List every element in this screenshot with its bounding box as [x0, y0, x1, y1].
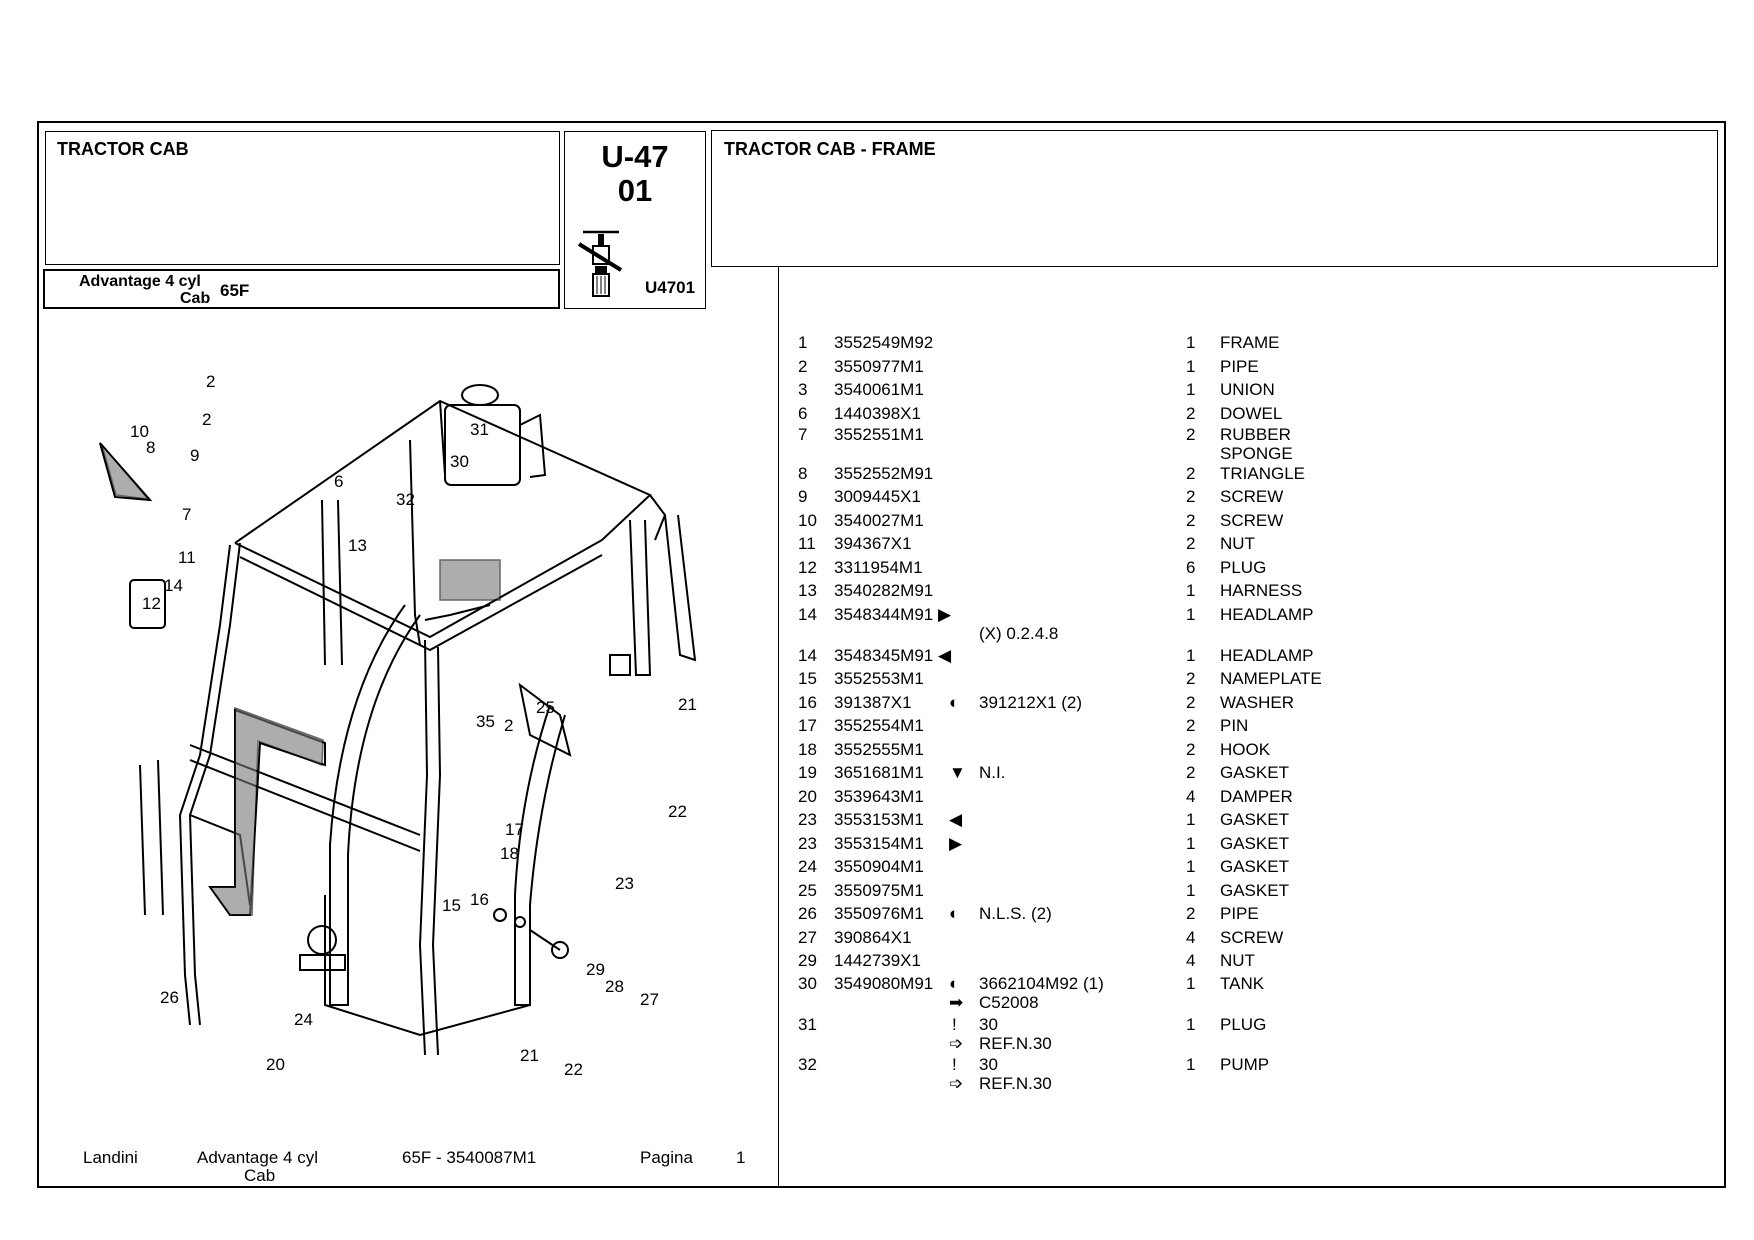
svg-text:27: 27 — [640, 990, 659, 1009]
svg-text:20: 20 — [266, 1055, 285, 1074]
svg-text:35: 35 — [476, 712, 495, 731]
triangle-down-icon: ▼ — [949, 763, 966, 782]
group-code: U-47 — [601, 139, 669, 174]
svg-text:14: 14 — [164, 576, 183, 595]
svg-text:16: 16 — [470, 890, 489, 909]
svg-text:29: 29 — [586, 960, 605, 979]
footer-model-line2: Cab — [244, 1166, 276, 1185]
group-code-box: U-47 01 U4701 — [564, 131, 706, 309]
svg-text:26: 26 — [160, 988, 179, 1007]
svg-text:9: 9 — [190, 446, 199, 465]
right-title: TRACTOR CAB - FRAME — [724, 139, 936, 159]
spare-status-icon: ◐ — [949, 692, 960, 712]
exclamation-icon: ! — [952, 1015, 957, 1034]
footer-brand: Landini — [83, 1148, 138, 1167]
svg-text:21: 21 — [678, 695, 697, 714]
model-name-line1: Advantage 4 cyl — [79, 273, 201, 290]
svg-text:2: 2 — [504, 716, 513, 735]
svg-text:8: 8 — [146, 438, 155, 457]
page-frame — [37, 121, 1726, 1188]
left-title: TRACTOR CAB — [57, 139, 189, 159]
footer-model-line1: Advantage 4 cyl — [197, 1148, 318, 1167]
exclamation-icon: ! — [952, 1055, 957, 1074]
column-divider — [778, 267, 779, 1186]
svg-text:15: 15 — [442, 896, 461, 915]
svg-text:6: 6 — [334, 472, 343, 491]
grease-gun-icon — [577, 230, 623, 297]
svg-text:30: 30 — [450, 452, 469, 471]
footer-code: 65F - 3540087M1 — [402, 1148, 537, 1167]
left-title-box: TRACTOR CAB — [45, 131, 560, 265]
footer: Landini Advantage 4 cyl Cab 65F - 354008… — [0, 1148, 780, 1188]
svg-text:22: 22 — [668, 802, 687, 821]
svg-text:18: 18 — [500, 844, 519, 863]
svg-text:7: 7 — [182, 505, 191, 524]
svg-text:25: 25 — [536, 698, 555, 717]
model-code: 65F — [220, 281, 250, 300]
svg-text:2: 2 — [202, 410, 211, 429]
triangle-left-icon: ◀ — [949, 810, 963, 829]
reference-arrow-icon: ➩ — [949, 1034, 964, 1053]
spare-status-icon: ◐ — [949, 974, 960, 993]
svg-text:32: 32 — [396, 490, 415, 509]
footer-page-label: Pagina — [640, 1148, 693, 1167]
arrow-right-icon: ➡ — [949, 993, 964, 1012]
svg-text:31: 31 — [470, 420, 489, 439]
svg-text:28: 28 — [605, 977, 624, 996]
spare-status-icon: ◐ — [949, 904, 960, 923]
svg-text:12: 12 — [142, 594, 161, 613]
svg-text:2: 2 — [206, 375, 215, 391]
diagram-reference: U4701 — [645, 278, 696, 297]
model-box: Advantage 4 cyl Cab 65F — [43, 269, 560, 309]
svg-text:22: 22 — [564, 1060, 583, 1079]
svg-text:23: 23 — [615, 874, 634, 893]
svg-text:11: 11 — [178, 548, 196, 567]
footer-page-number: 1 — [736, 1148, 746, 1167]
reference-arrow-icon: ➩ — [949, 1074, 964, 1093]
svg-text:21: 21 — [520, 1046, 539, 1065]
model-name-line2: Cab — [180, 290, 211, 307]
triangle-right-icon: ▶ — [949, 833, 963, 853]
svg-text:10: 10 — [130, 422, 149, 441]
exploded-cab-diagram: 3 2 2 8 10 9 32 6 7 11 13 14 12 25 35 2 … — [99, 375, 697, 1079]
svg-text:24: 24 — [294, 1010, 313, 1029]
svg-text:13: 13 — [348, 536, 367, 555]
right-title-box: TRACTOR CAB - FRAME — [711, 130, 1718, 267]
group-subcode: 01 — [617, 173, 653, 208]
svg-text:17: 17 — [505, 820, 524, 839]
